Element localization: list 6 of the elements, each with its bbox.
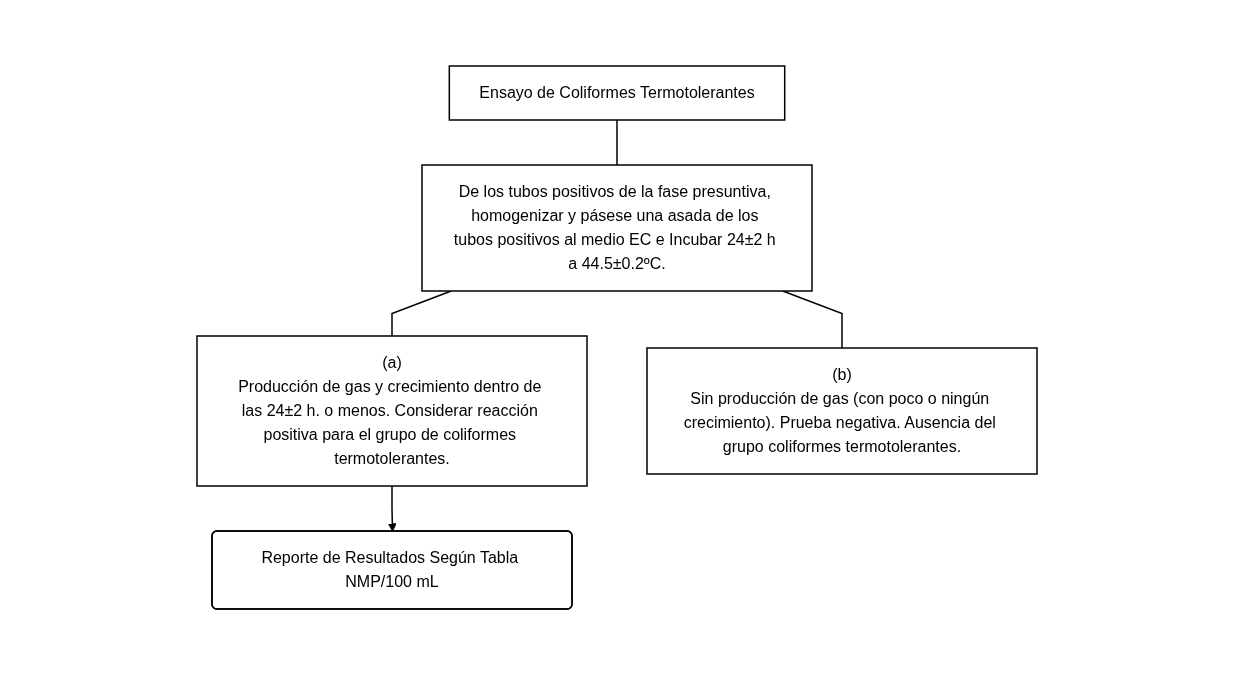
node-box: De los tubos positivos de la fase presuntiva, homogenizar y pásese una asada de los tubos positivos al medio EC e Incubar 24±2 h a 44.5±0.2ºC. bbox=[421, 164, 813, 292]
node-box: (a) Producción de gas y crecimiento dentro de las 24±2 h. o menos. Considerar reacción positiva para el grupo de coliformes termotolerantes. bbox=[196, 335, 588, 487]
node-box: (b) Sin producción de gas (con poco o ningún crecimiento). Prueba negativa. Ausencia del grupo coliformes termotolerantes. bbox=[646, 347, 1038, 475]
node-box: Ensayo de Coliformes Termotolerantes bbox=[448, 65, 786, 121]
connector bbox=[616, 119, 618, 166]
arrow bbox=[387, 485, 397, 532]
